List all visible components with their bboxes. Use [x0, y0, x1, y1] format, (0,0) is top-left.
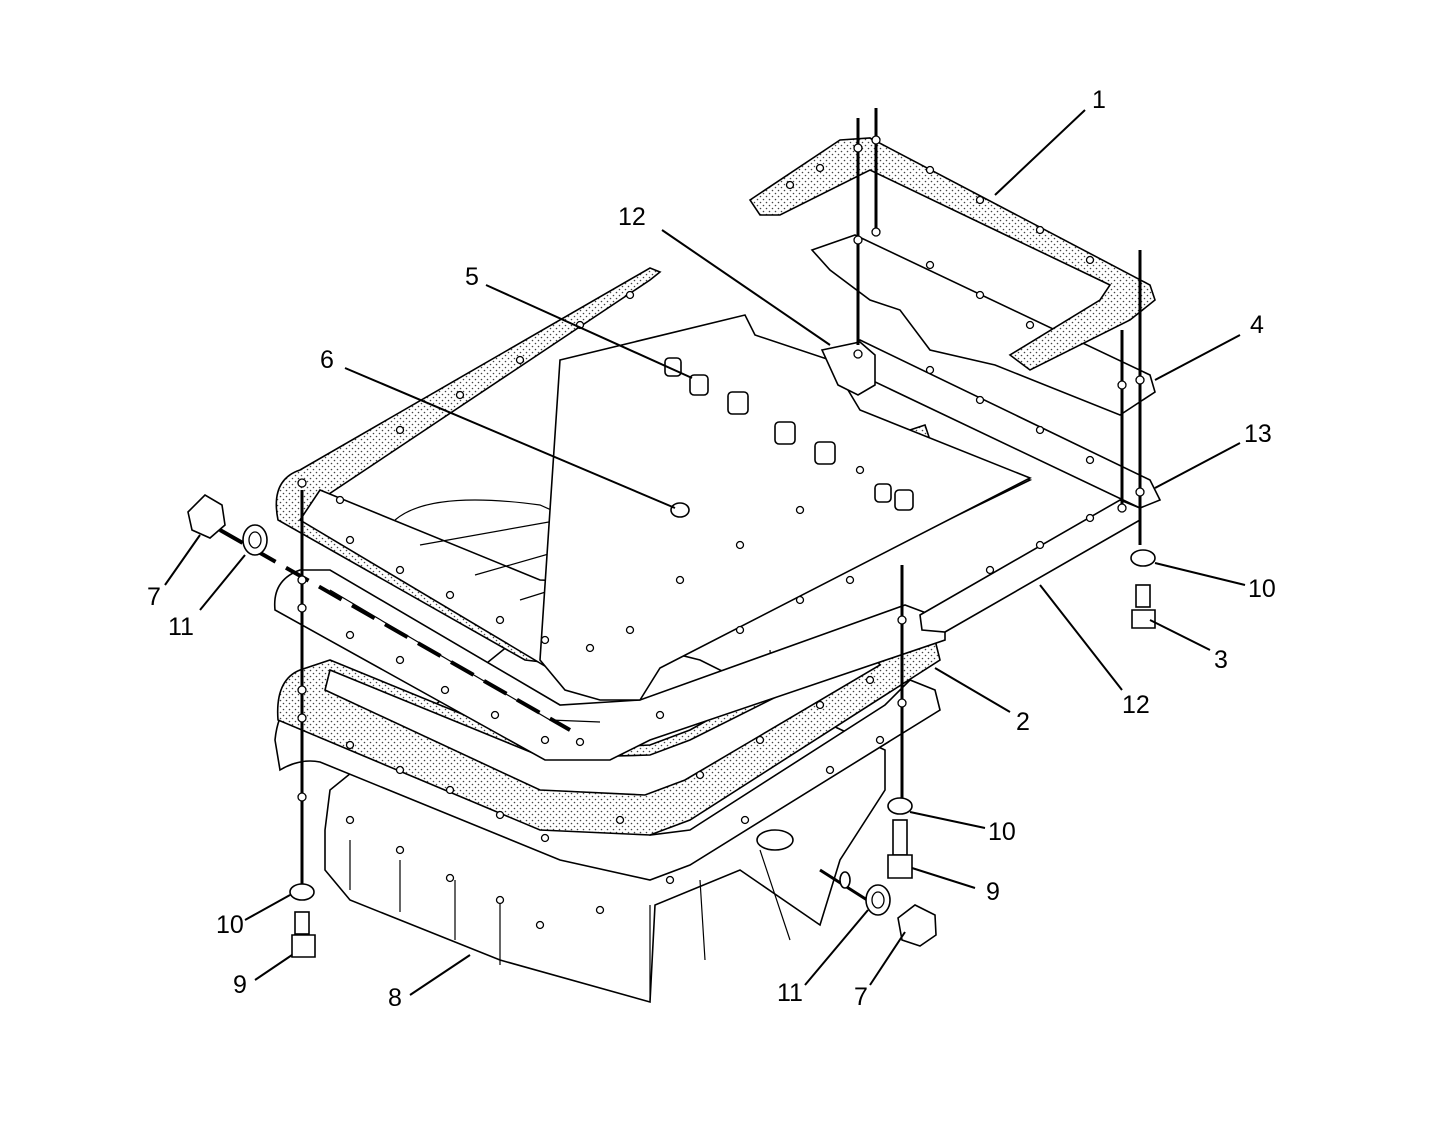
callout-4: 4: [1250, 311, 1264, 339]
bolt-holes: [297, 135, 1145, 930]
callout-6: 6: [320, 346, 334, 374]
callout-9-right: 9: [986, 878, 1000, 906]
callout-1: 1: [1092, 86, 1106, 114]
callout-labels: 1 12 5 6 4 13 10 3 12 2 7 11 10 9 10 9 8…: [147, 86, 1276, 1012]
callout-8: 8: [388, 984, 402, 1012]
gasket-1: [748, 137, 1156, 371]
callout-12-top: 12: [618, 203, 646, 231]
case-plate: [539, 314, 1032, 701]
drain-plug-right: [839, 871, 937, 947]
callout-10-mid: 10: [988, 818, 1016, 846]
callout-7-left: 7: [147, 583, 161, 611]
callout-11-left: 11: [168, 613, 194, 641]
callout-10-left: 10: [216, 911, 244, 939]
fittings: [664, 357, 914, 518]
right-strap: [919, 499, 1141, 633]
callout-2: 2: [1016, 708, 1030, 736]
callout-10-right: 10: [1248, 575, 1276, 603]
callout-11-right: 11: [777, 979, 803, 1007]
callout-12-bottom: 12: [1122, 691, 1150, 719]
bolts-washers: [289, 549, 1156, 958]
leader-lines: [164, 109, 1246, 996]
callout-13: 13: [1244, 420, 1272, 448]
callout-5: 5: [465, 263, 479, 291]
callout-3: 3: [1214, 646, 1228, 674]
callout-9-left: 9: [233, 971, 247, 999]
callout-7-right: 7: [854, 983, 868, 1011]
drain-plug-left: [187, 493, 268, 556]
studs: [219, 108, 1142, 907]
